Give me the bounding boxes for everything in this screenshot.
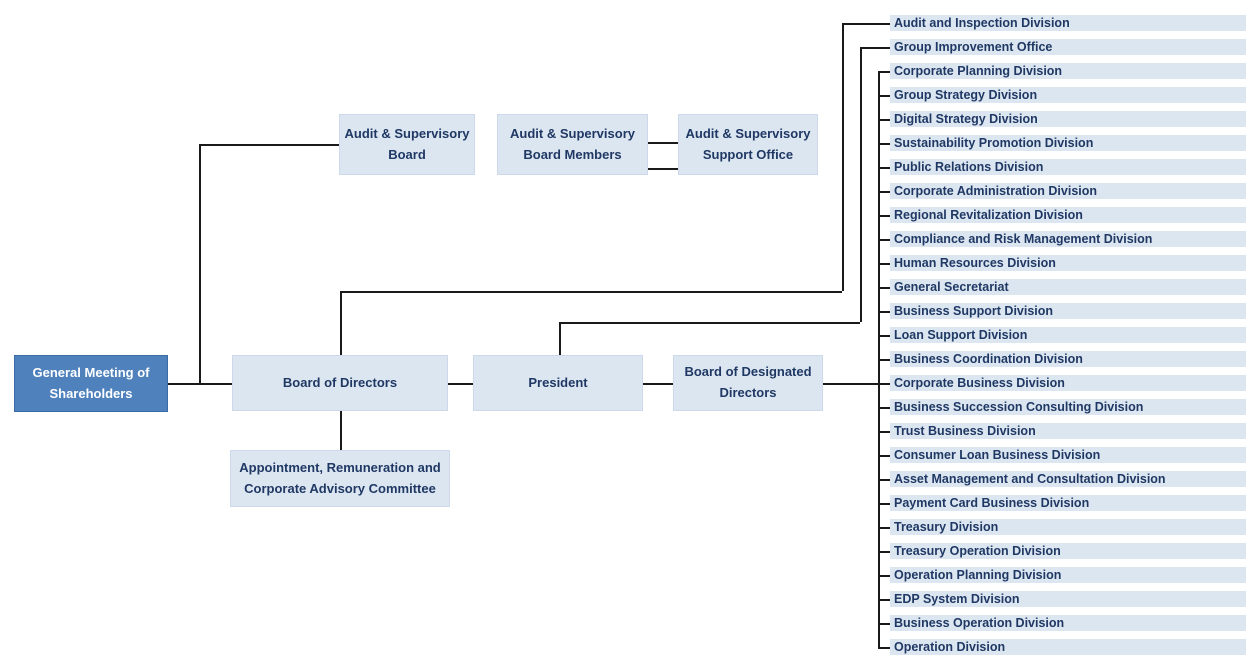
division-item: Asset Management and Consultation Divisi… [890,471,1246,487]
connector-line [340,411,342,450]
division-item: Operation Division [890,639,1246,655]
connector-line [878,527,890,529]
connector-line [878,287,890,289]
connector-line [823,383,879,385]
division-item: Trust Business Division [890,423,1246,439]
division-item: Business Operation Division [890,615,1246,631]
division-item: Corporate Administration Division [890,183,1246,199]
node-appointment-remuneration-committee: Appointment, Remuneration and Corporate … [230,450,450,507]
division-item: Public Relations Division [890,159,1246,175]
connector-line [448,383,473,385]
division-item: Compliance and Risk Management Division [890,231,1246,247]
division-item: Business Support Division [890,303,1246,319]
connector-line [168,383,232,385]
connector-line [842,23,844,291]
connector-line [878,503,890,505]
connector-line [878,263,890,265]
node-board-of-designated-directors: Board of Designated Directors [673,355,823,411]
division-item: Digital Strategy Division [890,111,1246,127]
connector-line [878,167,890,169]
connector-line [878,407,890,409]
division-item: EDP System Division [890,591,1246,607]
node-label: General Meeting of Shareholders [32,364,150,401]
division-item: Sustainability Promotion Division [890,135,1246,151]
connector-line [878,575,890,577]
division-item: Group Improvement Office [890,39,1246,55]
connector-line [878,599,890,601]
division-item: Human Resources Division [890,255,1246,271]
connector-line [878,335,890,337]
connector-line [842,23,890,25]
connector-line [878,431,890,433]
division-item: Business Coordination Division [890,351,1246,367]
connector-line [878,239,890,241]
connector-line [860,47,862,322]
connector-line [878,119,890,121]
node-president: President [473,355,643,411]
connector-line [878,311,890,313]
connector-line [199,144,339,146]
node-label: Board of Designated Directors [684,364,812,400]
node-label: Audit & Supervisory Board [344,125,470,162]
connector-line [878,383,890,385]
connector-line [559,322,561,355]
connector-line [878,143,890,145]
division-item: Consumer Loan Business Division [890,447,1246,463]
division-item: Corporate Business Division [890,375,1246,391]
node-audit-supervisory-board-members: Audit & Supervisory Board Members [497,114,648,175]
division-item: Treasury Division [890,519,1246,535]
connector-line [340,291,842,293]
connector-line [199,144,201,383]
node-label: Audit & Supervisory Board Members [510,125,635,162]
division-item: Business Succession Consulting Division [890,399,1246,415]
node-board-of-directors: Board of Directors [232,355,448,411]
division-item: Loan Support Division [890,327,1246,343]
division-item: Group Strategy Division [890,87,1246,103]
connector-line [878,551,890,553]
connector-line [878,455,890,457]
node-general-meeting-of-shareholders: General Meeting of Shareholders [14,355,168,412]
connector-line [860,47,890,49]
connector-line [648,168,678,170]
node-audit-supervisory-support-office: Audit & Supervisory Support Office [678,114,818,175]
connector-line [878,215,890,217]
division-item: Operation Planning Division [890,567,1246,583]
node-label: Board of Directors [282,374,398,390]
division-item: Corporate Planning Division [890,63,1246,79]
node-label: Appointment, Remuneration and Corporate … [239,459,441,496]
division-item: Payment Card Business Division [890,495,1246,511]
connector-line [643,383,673,385]
connector-line [648,142,678,144]
connector-line [878,359,890,361]
connector-line [340,291,342,355]
division-item: Regional Revitalization Division [890,207,1246,223]
division-item: General Secretariat [890,279,1246,295]
connector-line [878,95,890,97]
node-label: Audit & Supervisory Support Office [685,125,811,162]
division-item: Treasury Operation Division [890,543,1246,559]
connector-line [878,647,890,649]
connector-line [878,71,890,73]
connector-line [878,191,890,193]
connector-line [559,322,860,324]
node-label: President [528,374,588,390]
division-item: Audit and Inspection Division [890,15,1246,31]
node-audit-supervisory-board: Audit & Supervisory Board [339,114,475,175]
connector-line [878,479,890,481]
connector-line [878,623,890,625]
